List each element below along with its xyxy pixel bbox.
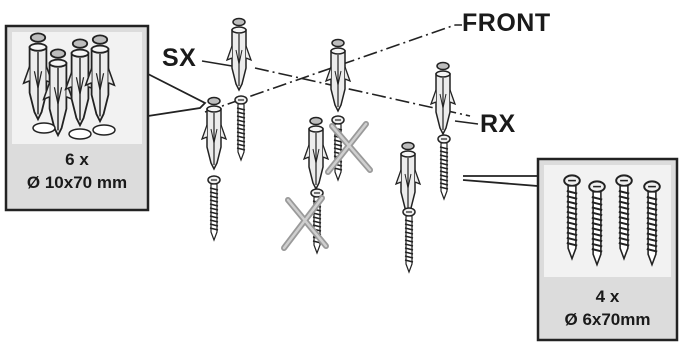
cross-mark-icon (281, 195, 329, 251)
wood-screw-icon (402, 207, 416, 273)
wood-screw-icon (234, 95, 248, 161)
wall-plug-icon (226, 17, 252, 91)
wall-plug-icon (201, 96, 227, 170)
screw-count: 4 x (595, 287, 620, 306)
cross-mark-icon (325, 121, 373, 175)
dowel-callout-leader (147, 73, 207, 117)
wall-plug-icon (325, 38, 351, 112)
dowel-spec: Ø 10x70 mm (26, 173, 128, 192)
screw-spec: Ø 6x70mm (564, 310, 651, 329)
wood-screw-icon (207, 175, 221, 241)
left-side-label: SX (162, 44, 197, 72)
sx-leader (201, 60, 233, 67)
side-guide-line (254, 67, 471, 117)
wall-plug-icon (395, 141, 421, 215)
screw-kit-box (536, 157, 679, 342)
screw-callout-leader (462, 175, 539, 187)
rx-leader (454, 120, 479, 125)
wall-plug-icon (430, 61, 456, 135)
dowel-kit-box (4, 24, 150, 212)
front-label: FRONT (462, 9, 551, 37)
right-side-label: RX (480, 110, 516, 138)
wood-screw-icon (437, 134, 451, 200)
dowel-count: 6 x (65, 150, 89, 169)
wall-plug-icon (303, 116, 329, 190)
